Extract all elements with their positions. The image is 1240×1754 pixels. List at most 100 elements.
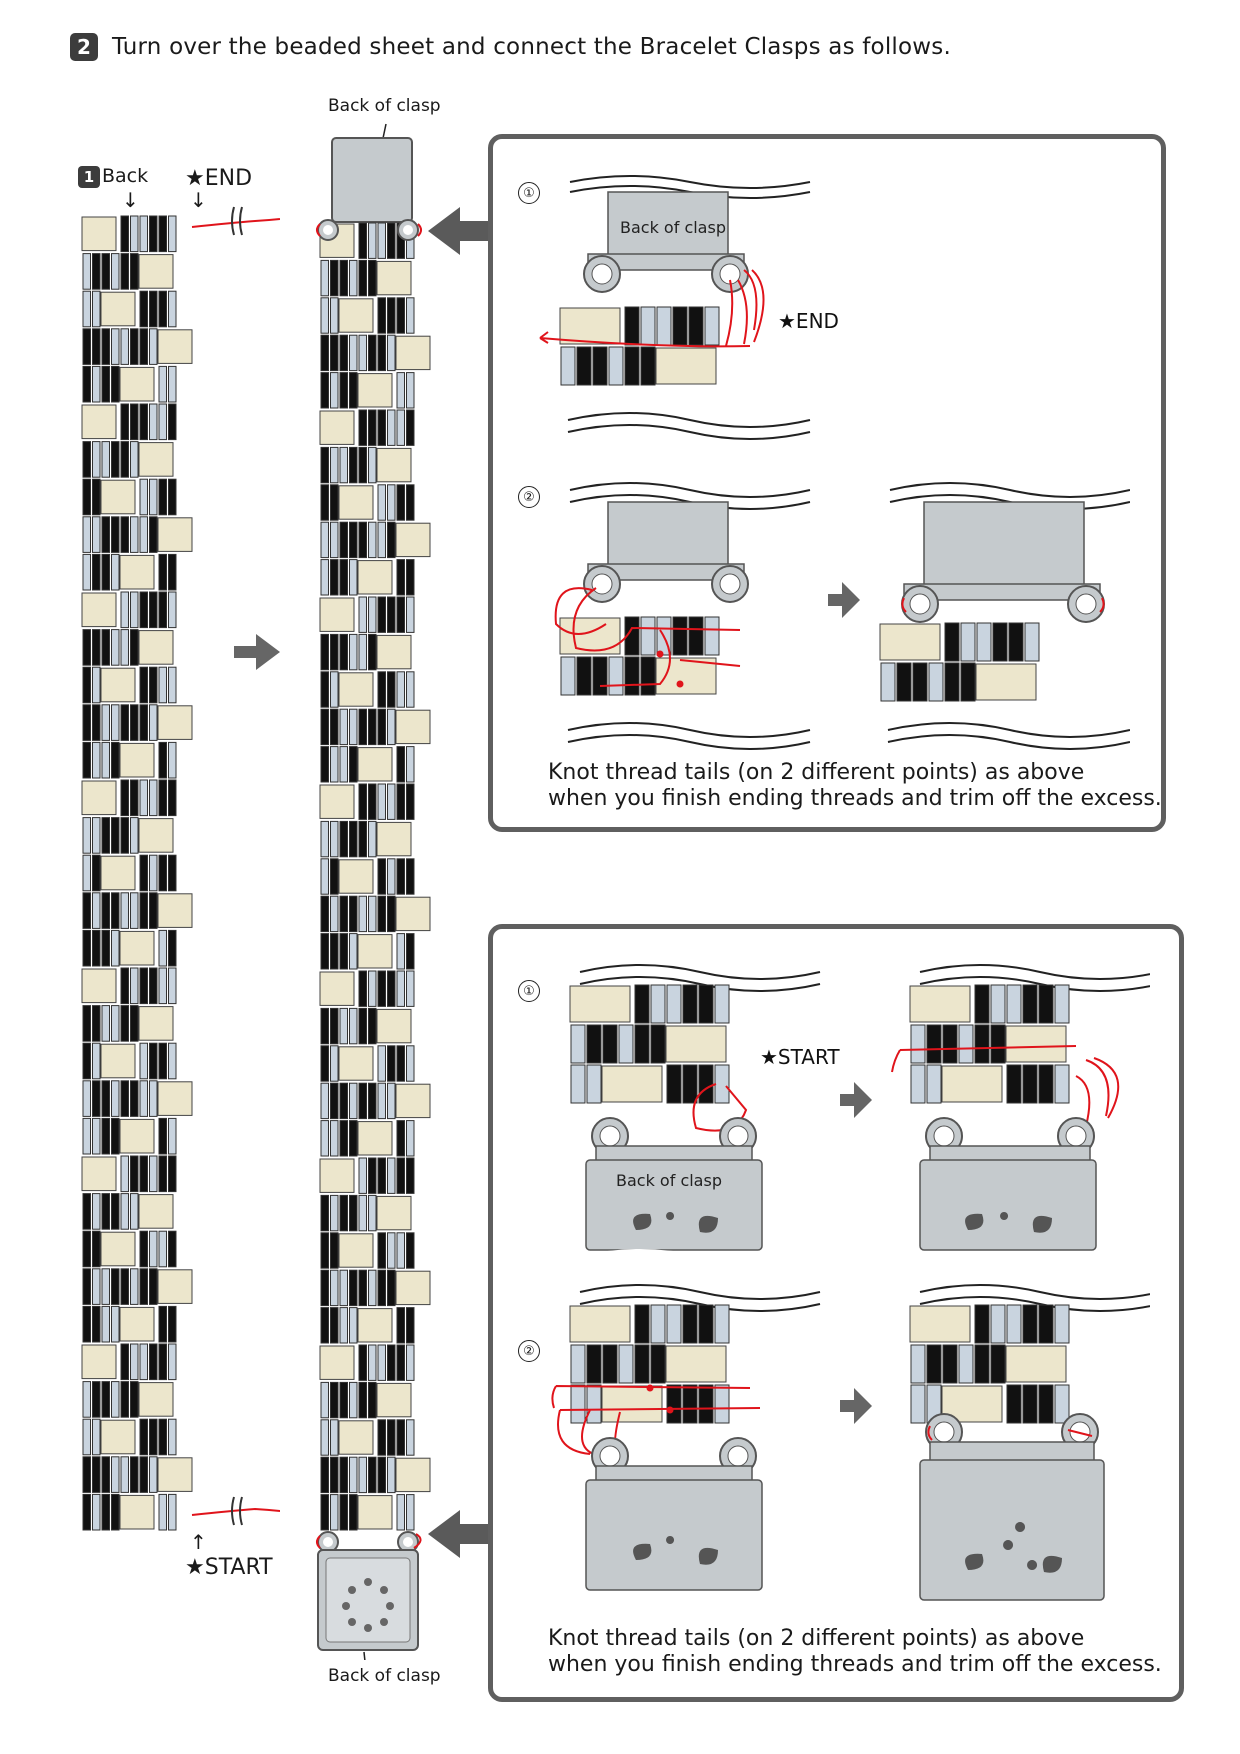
- bead: [714, 1064, 730, 1104]
- bead: [1022, 1064, 1038, 1104]
- bead: [570, 1384, 586, 1424]
- bead: [158, 967, 167, 1005]
- bead: [358, 783, 367, 820]
- bead: [168, 215, 177, 253]
- bead: [387, 521, 396, 559]
- bead: [958, 1024, 974, 1064]
- bead: [130, 1268, 139, 1305]
- bead: [608, 656, 624, 696]
- bead: [387, 1232, 396, 1269]
- bead: [349, 559, 358, 596]
- bead: [130, 516, 139, 553]
- bead: [618, 1344, 634, 1384]
- bead: [368, 521, 377, 559]
- bead: [406, 1157, 415, 1194]
- bead: [82, 666, 91, 704]
- bead: [320, 1381, 329, 1419]
- bead: [82, 1418, 91, 1456]
- bead: [158, 1493, 167, 1531]
- bead: [100, 1231, 136, 1267]
- bead: [92, 1005, 101, 1042]
- bead: [698, 1384, 714, 1424]
- bead: [570, 1024, 586, 1064]
- bead: [330, 297, 339, 334]
- bead: [158, 1305, 167, 1343]
- bead: [339, 1307, 348, 1344]
- bead: [377, 297, 386, 334]
- bead: [330, 1082, 339, 1120]
- bead: [349, 1007, 358, 1045]
- bead: [82, 441, 91, 478]
- bead: [158, 854, 167, 892]
- bead: [666, 984, 682, 1024]
- bead: [320, 1494, 329, 1531]
- bead: [149, 892, 158, 929]
- bead: [396, 1494, 405, 1531]
- bead: [149, 666, 158, 704]
- bead: [358, 633, 367, 671]
- bead: [396, 297, 405, 334]
- bead: [910, 1384, 926, 1424]
- bead: [320, 1194, 329, 1232]
- bead: [358, 1456, 367, 1494]
- center-bead-strip: [316, 123, 431, 1660]
- bead: [960, 662, 976, 702]
- bead: [338, 672, 374, 707]
- bead: [406, 1232, 415, 1269]
- bead: [339, 1120, 348, 1157]
- bead: [396, 1045, 405, 1082]
- bead: [349, 895, 358, 933]
- bead: [338, 1233, 374, 1268]
- bead: [139, 1343, 148, 1381]
- bead: [149, 1230, 158, 1268]
- bead: [168, 741, 177, 779]
- bead: [1054, 1064, 1070, 1104]
- bead: [92, 1456, 101, 1493]
- bead: [120, 1155, 129, 1193]
- bead: [406, 372, 415, 409]
- bead: [634, 1344, 650, 1384]
- bead: [387, 297, 396, 334]
- bead: [358, 1381, 367, 1419]
- bead: [406, 858, 415, 895]
- bead: [82, 1193, 91, 1230]
- bead: [576, 346, 592, 386]
- bead: [396, 746, 405, 783]
- bead: [910, 1024, 926, 1064]
- top-caption: Knot thread tails (on 2 different points…: [548, 760, 1162, 811]
- bead: [120, 591, 129, 629]
- bead: [666, 1384, 682, 1424]
- bead: [714, 1384, 730, 1424]
- bead: [130, 704, 139, 741]
- bead: [330, 521, 339, 559]
- bead: [157, 705, 193, 740]
- bead: [396, 1157, 405, 1194]
- bead: [376, 447, 412, 483]
- bead: [592, 346, 608, 386]
- bead: [395, 896, 431, 932]
- bead: [158, 779, 167, 817]
- bead: [1054, 1304, 1070, 1344]
- bead: [330, 1381, 339, 1419]
- bead: [330, 746, 339, 783]
- bead: [111, 441, 120, 478]
- bead: [330, 334, 339, 372]
- bead: [82, 1080, 91, 1117]
- bead: [139, 704, 148, 741]
- bead: [320, 746, 329, 783]
- bead: [158, 591, 167, 629]
- bead: [330, 671, 339, 708]
- bead: [168, 779, 177, 817]
- bead: [358, 1157, 367, 1194]
- bead: [368, 1269, 377, 1307]
- bead: [101, 1005, 110, 1042]
- bead: [81, 216, 117, 252]
- bead: [942, 1344, 958, 1384]
- bead: [139, 666, 148, 704]
- bead: [130, 1155, 139, 1193]
- bead: [138, 1194, 174, 1229]
- bottom-leader-line: [363, 1651, 366, 1660]
- bead: [650, 1344, 666, 1384]
- bead: [1006, 984, 1022, 1024]
- bead: [120, 629, 129, 666]
